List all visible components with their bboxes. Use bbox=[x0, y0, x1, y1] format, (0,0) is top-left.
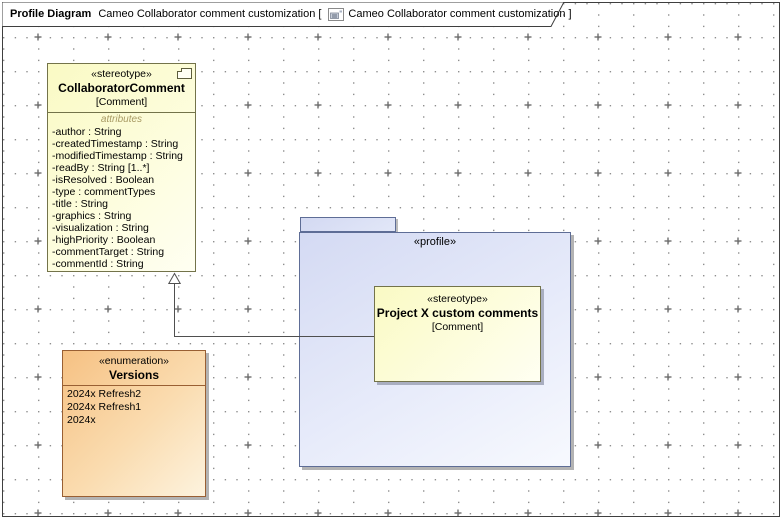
stereotype-keyword: «stereotype» bbox=[91, 68, 152, 80]
class-element-icon bbox=[177, 68, 192, 79]
versions-enumeration-box[interactable]: «enumeration» Versions 2024x Refresh2 20… bbox=[62, 350, 206, 497]
attribute-row: -commentTarget : String bbox=[52, 246, 165, 258]
collaborator-comment-header: «stereotype» CollaboratorComment [Commen… bbox=[48, 64, 195, 113]
project-x-stereotype-box[interactable]: «stereotype» Project X custom comments [… bbox=[374, 286, 541, 382]
literal-row: 2024x Refresh1 bbox=[67, 401, 142, 413]
attributes-compartment-label: attributes bbox=[100, 114, 143, 125]
profile-package-tab[interactable] bbox=[300, 217, 396, 232]
close-bracket: ] bbox=[568, 8, 572, 20]
attribute-row: -title : String bbox=[52, 198, 109, 210]
stereotype-name: Project X custom comments bbox=[376, 306, 539, 320]
enumeration-keyword: «enumeration» bbox=[98, 355, 170, 367]
attribute-row: -readBy : String [1..*] bbox=[52, 162, 150, 174]
profile-package-stereotype: «profile» bbox=[413, 236, 457, 248]
diagram-header-tab[interactable] bbox=[2, 2, 566, 28]
attribute-row: -commentId : String bbox=[52, 258, 144, 270]
open-bracket: [ bbox=[318, 8, 322, 20]
stereotype-name: CollaboratorComment bbox=[58, 81, 185, 95]
attribute-row: -graphics : String bbox=[52, 210, 132, 222]
attribute-row: -author : String bbox=[52, 126, 122, 138]
attribute-row: -createdTimestamp : String bbox=[52, 138, 179, 150]
literal-row: 2024x Refresh2 bbox=[67, 388, 142, 400]
stereotype-metaclass: [Comment] bbox=[431, 321, 484, 333]
attribute-row: -visualization : String bbox=[52, 222, 149, 234]
attribute-row: -modifiedTimestamp : String bbox=[52, 150, 183, 162]
attribute-row: -highPriority : Boolean bbox=[52, 234, 156, 246]
versions-header: «enumeration» Versions bbox=[63, 351, 205, 386]
enumeration-name: Versions bbox=[108, 368, 160, 382]
attributes-compartment: -author : String -createdTimestamp : Str… bbox=[48, 126, 195, 270]
stereotype-metaclass: [Comment] bbox=[95, 96, 148, 108]
diagram-name-label: Cameo Collaborator comment customization bbox=[98, 8, 316, 20]
stereotype-keyword: «stereotype» bbox=[427, 293, 488, 305]
attribute-row: -type : commentTypes bbox=[52, 186, 156, 198]
literal-row: 2024x bbox=[67, 414, 96, 426]
diagram-header-content: Profile Diagram Cameo Collaborator comme… bbox=[10, 5, 572, 23]
profile-diagram-icon bbox=[328, 7, 345, 21]
attribute-row: -isResolved : Boolean bbox=[52, 174, 155, 186]
project-x-header: «stereotype» Project X custom comments [… bbox=[375, 287, 540, 337]
frame-name-label: Cameo Collaborator comment customization bbox=[348, 8, 566, 20]
literals-compartment: 2024x Refresh2 2024x Refresh1 2024x bbox=[63, 386, 205, 427]
diagram-type-label: Profile Diagram bbox=[10, 8, 92, 20]
collaborator-comment-stereotype-box[interactable]: «stereotype» CollaboratorComment [Commen… bbox=[47, 63, 196, 272]
